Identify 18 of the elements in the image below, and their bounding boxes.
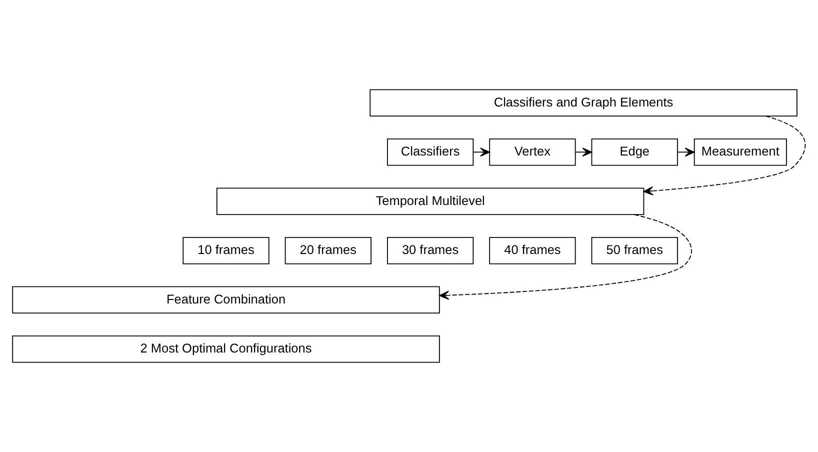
node-box: Vertex xyxy=(489,138,576,166)
node-box: 20 frames xyxy=(284,236,372,264)
node-box: 50 frames xyxy=(591,236,678,264)
arrow xyxy=(677,148,695,157)
node-box: Edge xyxy=(591,138,678,166)
arrow xyxy=(643,116,806,196)
node-box: 2 Most Optimal Configurations xyxy=(12,335,440,363)
node-box: 10 frames xyxy=(182,236,270,264)
node-box: 30 frames xyxy=(387,236,474,264)
node-box: Classifiers and Graph Elements xyxy=(370,89,798,117)
arrow xyxy=(472,148,490,157)
arrow xyxy=(575,148,592,157)
node-box: Temporal Multilevel xyxy=(216,188,644,216)
node-box: Feature Combination xyxy=(12,286,440,314)
node-box: Classifiers xyxy=(387,138,474,166)
node-box: Measurement xyxy=(694,138,787,166)
arrow xyxy=(439,214,692,300)
node-box: 40 frames xyxy=(489,236,576,264)
